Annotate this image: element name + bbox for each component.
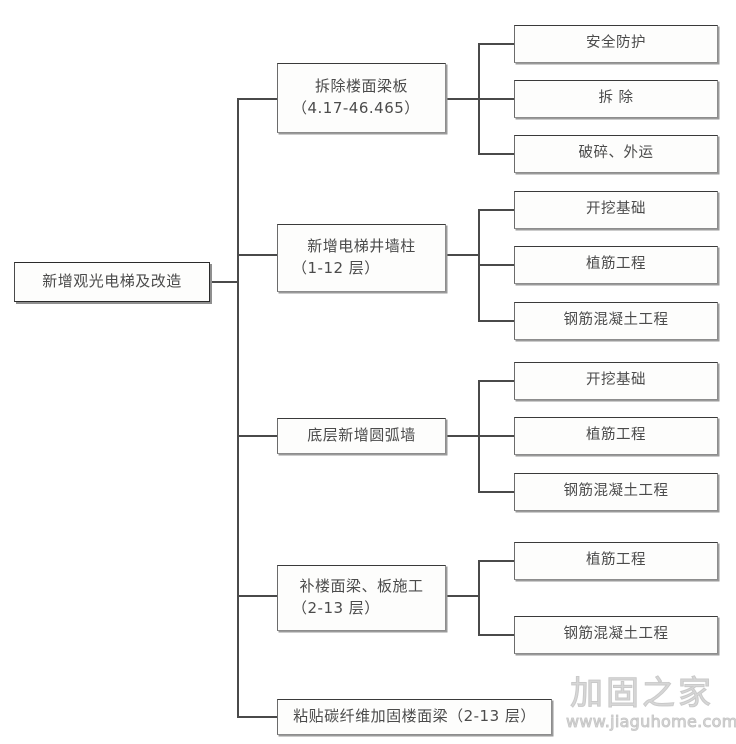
leaf-node-1-1-label: 安全防护 — [586, 35, 646, 52]
branch-node-3[interactable]: 底层新增圆弧墙 — [277, 418, 446, 454]
leaf-node-4-1[interactable]: 植筋工程 — [514, 542, 718, 580]
leaf-node-3-2[interactable]: 植筋工程 — [514, 417, 718, 455]
watermark-url: www.jiaguhome.com — [566, 712, 736, 731]
branch-node-2-label-line1: 新增电梯井墙柱 — [307, 237, 416, 256]
branch-node-4-label-line2: （2-13 层） — [292, 599, 380, 617]
leaf-node-1-2-label: 拆 除 — [598, 90, 634, 107]
branch-node-5[interactable]: 粘贴碳纤维加固楼面梁（2-13 层） — [277, 699, 552, 735]
connector-trunk-to-branch-1 — [237, 98, 277, 100]
connector-branch-1-child-3 — [478, 153, 514, 155]
connector-branch-3-out — [446, 435, 480, 437]
connector-trunk-to-branch-2 — [237, 254, 277, 256]
branch-node-2[interactable]: 新增电梯井墙柱 （1-12 层） — [277, 224, 446, 292]
branch-node-2-label-line2: （1-12 层） — [292, 259, 380, 277]
leaf-node-4-1-label: 植筋工程 — [586, 552, 646, 569]
connector-branch-2-out — [446, 254, 480, 256]
branch-node-1-label-line1: 拆除楼面梁板 — [314, 77, 408, 96]
leaf-node-2-2[interactable]: 植筋工程 — [514, 246, 718, 284]
watermark-brand: 加固之家 — [570, 673, 714, 712]
branch-node-3-label-line1: 底层新增圆弧墙 — [307, 426, 416, 445]
connector-branch-2-child-3 — [478, 320, 514, 322]
leaf-node-2-3[interactable]: 钢筋混凝土工程 — [514, 302, 718, 340]
leaf-node-4-2-label: 钢筋混凝土工程 — [563, 626, 669, 643]
connector-branch-4-spine — [478, 560, 480, 636]
connector-branch-4-child-2 — [478, 634, 514, 636]
connector-trunk-to-branch-5 — [237, 716, 277, 718]
branch-node-5-label-line1: 粘贴碳纤维加固楼面梁（2-13 层） — [293, 707, 536, 726]
connector-main-trunk — [237, 98, 239, 718]
leaf-node-3-1[interactable]: 开挖基础 — [514, 362, 718, 400]
connector-trunk-to-branch-3 — [237, 435, 277, 437]
leaf-node-3-1-label: 开挖基础 — [586, 372, 646, 389]
branch-node-4-label-line1: 补楼面梁、板施工 — [299, 577, 424, 596]
leaf-node-1-1[interactable]: 安全防护 — [514, 25, 718, 63]
connector-branch-1-child-1 — [478, 43, 514, 45]
leaf-node-1-2[interactable]: 拆 除 — [514, 80, 718, 118]
connector-root-stub — [208, 281, 238, 283]
connector-branch-2-child-2 — [478, 264, 514, 266]
connector-branch-3-child-2 — [478, 435, 514, 437]
leaf-node-1-3-label: 破碎、外运 — [578, 145, 654, 162]
branch-node-1[interactable]: 拆除楼面梁板 （4.17-46.465） — [277, 63, 446, 133]
connector-branch-3-child-3 — [478, 491, 514, 493]
leaf-node-1-3[interactable]: 破碎、外运 — [514, 135, 718, 173]
connector-branch-1-child-2 — [478, 98, 514, 100]
leaf-node-4-2[interactable]: 钢筋混凝土工程 — [514, 616, 718, 654]
connector-trunk-to-branch-4 — [237, 595, 277, 597]
connector-branch-3-child-1 — [478, 380, 514, 382]
leaf-node-2-3-label: 钢筋混凝土工程 — [563, 312, 669, 329]
leaf-node-3-3-label: 钢筋混凝土工程 — [563, 483, 669, 500]
leaf-node-2-2-label: 植筋工程 — [586, 256, 646, 273]
connector-branch-2-child-1 — [478, 209, 514, 211]
leaf-node-2-1-label: 开挖基础 — [586, 201, 646, 218]
leaf-node-2-1[interactable]: 开挖基础 — [514, 191, 718, 229]
connector-branch-4-child-1 — [478, 560, 514, 562]
branch-node-4[interactable]: 补楼面梁、板施工 （2-13 层） — [277, 565, 446, 631]
connector-branch-4-out — [446, 595, 480, 597]
root-node-label: 新增观光电梯及改造 — [42, 272, 182, 291]
branch-node-1-label-line2: （4.17-46.465） — [292, 99, 420, 117]
leaf-node-3-2-label: 植筋工程 — [586, 427, 646, 444]
leaf-node-3-3[interactable]: 钢筋混凝土工程 — [514, 473, 718, 511]
root-node[interactable]: 新增观光电梯及改造 — [14, 262, 210, 302]
watermark: 加固之家 www.jiaguhome.com — [566, 674, 736, 744]
connector-branch-1-out — [446, 98, 480, 100]
